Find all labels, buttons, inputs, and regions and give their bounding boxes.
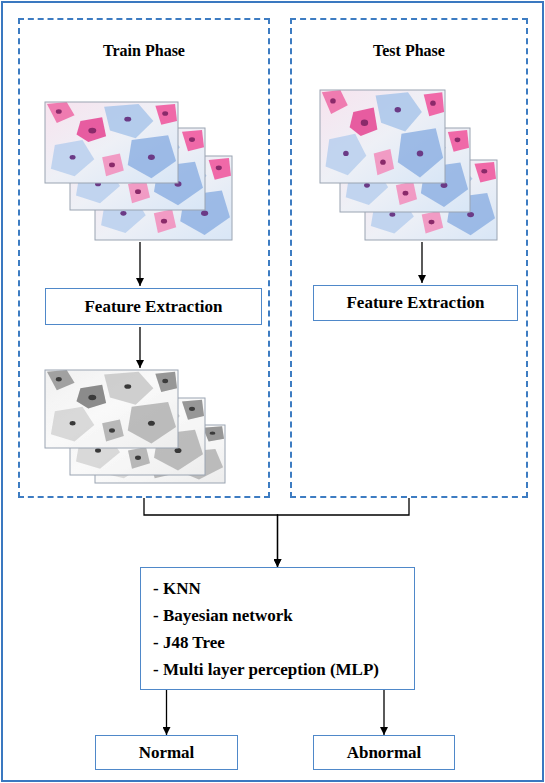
flow-arrow	[166, 690, 167, 735]
group-title: Train Phase	[20, 42, 268, 60]
box-label: Feature Extraction	[346, 292, 484, 314]
feature-images	[45, 370, 225, 483]
output-box: Abnormal	[313, 735, 455, 770]
classifier-box: - KNN- Bayesian network- J48 Tree- Multi…	[140, 567, 415, 690]
flow-arrow	[383, 690, 384, 735]
process-box: Feature Extraction	[45, 288, 262, 325]
flow-arrow	[278, 498, 410, 567]
phase-group: Test PhaseFeature Extraction	[290, 18, 528, 498]
box-label: Normal	[139, 742, 195, 764]
train-images	[45, 102, 232, 240]
box-label: Abnormal	[347, 742, 422, 764]
classifier-item: - Multi layer perception (MLP)	[153, 656, 379, 683]
test-images	[320, 90, 497, 240]
output-box: Normal	[95, 735, 238, 770]
phase-group: Train PhaseFeature Extraction	[18, 18, 270, 498]
flow-arrow	[144, 498, 278, 567]
group-title: Test Phase	[292, 42, 526, 60]
process-box: Feature Extraction	[313, 285, 518, 321]
classifier-item: - KNN	[153, 575, 201, 602]
classifier-item: - Bayesian network	[153, 602, 293, 629]
classifier-item: - J48 Tree	[153, 629, 225, 656]
box-label: Feature Extraction	[84, 296, 222, 318]
